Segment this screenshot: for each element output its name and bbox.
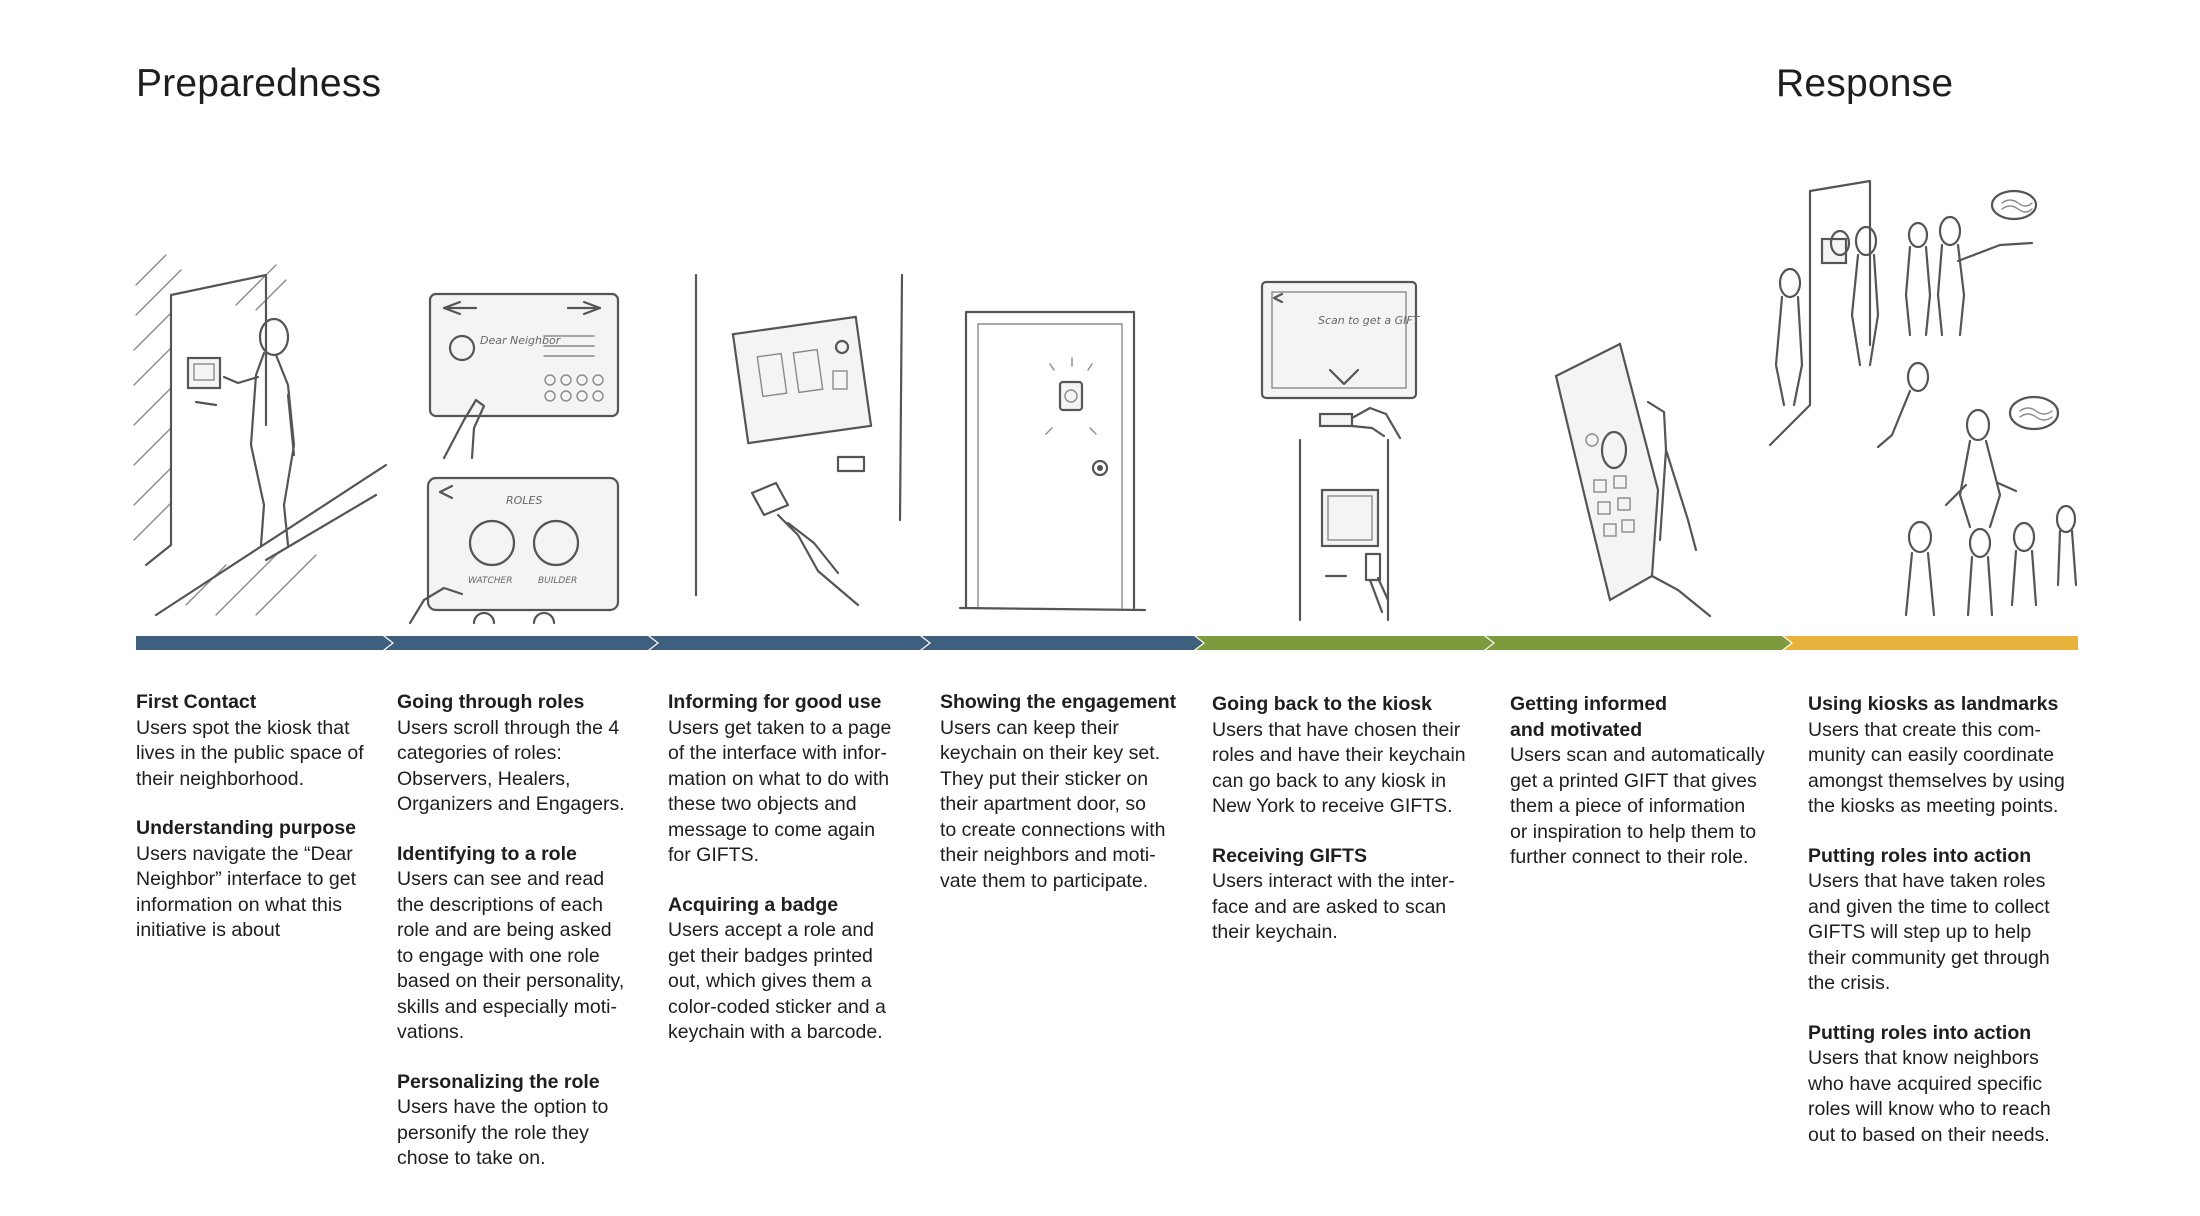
step: Putting roles into action Users that kno… xyxy=(1808,1021,2093,1149)
column-engagement: Showing the engagement Users can keep th… xyxy=(940,690,1195,918)
phase-title-response: Response xyxy=(1776,62,1954,105)
step-description: Users spot the kiosk that lives in the p… xyxy=(136,716,364,790)
step-description: Users accept a role and get their badges… xyxy=(668,919,886,1043)
step-title: Putting roles into action xyxy=(1808,844,2032,867)
step-description: Users that create this com- munity can e… xyxy=(1808,718,2065,818)
svg-text:Dear Neighbor: Dear Neighbor xyxy=(480,334,562,347)
step: Using kiosks as landmarks Users that cre… xyxy=(1808,692,2093,820)
sketch-printed-gift xyxy=(1548,340,1718,622)
step-description: Users that have chosen their roles and h… xyxy=(1212,718,1466,818)
column-informed: Getting informed and motivated Users sca… xyxy=(1510,692,1795,895)
step: Showing the engagement Users can keep th… xyxy=(940,690,1195,894)
step: Identifying to a role Users can see and … xyxy=(397,842,647,1046)
timeline-segment-4 xyxy=(922,636,1203,650)
step-title: Receiving GIFTS xyxy=(1212,844,1367,867)
step-title: Personalizing the role xyxy=(397,1070,600,1093)
step-title: Identifying to a role xyxy=(397,842,577,865)
sketch-roles-interface: Dear Neighbor ROLES WATCHER BUILDER xyxy=(404,288,624,628)
step: Getting informed and motivated Users sca… xyxy=(1510,692,1795,871)
step: Receiving GIFTS Users interact with the … xyxy=(1212,844,1492,946)
timeline-segment-1 xyxy=(136,636,392,650)
step-title: Putting roles into action xyxy=(1808,1021,2032,1044)
step-description: Users have the option to personify the r… xyxy=(397,1096,609,1169)
sketch-apartment-door xyxy=(958,308,1147,618)
step-title: Going back to the kiosk xyxy=(1212,693,1432,715)
timeline-segment-2 xyxy=(385,636,657,650)
step: Putting roles into action Users that hav… xyxy=(1808,844,2093,997)
sketch-community-response xyxy=(1768,179,2080,625)
timeline-segment-3 xyxy=(650,636,929,650)
step-title: First Contact xyxy=(136,691,257,713)
step-title: Using kiosks as landmarks xyxy=(1808,693,2059,715)
column-back-to-kiosk: Going back to the kiosk Users that have … xyxy=(1212,692,1492,970)
svg-text:Scan to get a GIFT: Scan to get a GIFT xyxy=(1318,314,1421,327)
svg-text:BUILDER: BUILDER xyxy=(538,576,577,586)
step-description: Users that know neighbors who have acqui… xyxy=(1808,1047,2051,1146)
step-description: Users get taken to a page of the interfa… xyxy=(668,716,892,867)
svg-text:WATCHER: WATCHER xyxy=(468,576,512,586)
step-title: Informing for good use xyxy=(668,691,882,713)
step: Going back to the kiosk Users that have … xyxy=(1212,692,1492,820)
phase-title-preparedness: Preparedness xyxy=(136,62,382,105)
step: Informing for good use Users get taken t… xyxy=(668,690,918,869)
timeline-segment-7 xyxy=(1784,636,2078,650)
step-description: Users interact with the inter- face and … xyxy=(1212,870,1455,943)
step: Going through roles Users scroll through… xyxy=(397,690,647,818)
step-title: Going through roles xyxy=(397,691,585,713)
column-first-contact: First Contact Users spot the kiosk that … xyxy=(136,690,386,968)
step: Personalizing the role Users have the op… xyxy=(397,1070,647,1172)
timeline-segment-5 xyxy=(1196,636,1493,650)
timeline-bar xyxy=(136,634,2078,652)
step-title: Showing the engagement xyxy=(940,691,1177,713)
step: Understanding purpose Users navigate the… xyxy=(136,816,386,944)
step-title: Understanding purpose xyxy=(136,817,356,839)
step-description: Users scroll through the 4 categories of… xyxy=(397,716,625,816)
svg-text:ROLES: ROLES xyxy=(506,494,542,507)
sketch-first-contact xyxy=(126,254,388,625)
step-description: Users navigate the “Dear Neighbor” inter… xyxy=(136,842,357,942)
column-informing: Informing for good use Users get taken t… xyxy=(668,690,918,1070)
step: Acquiring a badge Users accept a role an… xyxy=(668,893,918,1046)
timeline-segment-6 xyxy=(1486,636,1791,650)
step: First Contact Users spot the kiosk that … xyxy=(136,690,386,792)
step-description: Users scan and automatically get a print… xyxy=(1510,744,1765,868)
step-title: Acquiring a badge xyxy=(668,893,839,916)
sketch-badge-printing xyxy=(688,273,908,625)
step-description: Users can keep their keychain on their k… xyxy=(940,716,1166,892)
sketch-scan-kiosk: Scan to get a GIFT xyxy=(1260,280,1421,625)
column-roles: Going through roles Users scroll through… xyxy=(397,690,647,1196)
step-description: Users can see and read the descriptions … xyxy=(397,868,625,1043)
step-title: Getting informed and motivated xyxy=(1510,693,1668,741)
step-description: Users that have taken roles and given th… xyxy=(1808,870,2050,994)
column-landmarks: Using kiosks as landmarks Users that cre… xyxy=(1808,692,2093,1172)
